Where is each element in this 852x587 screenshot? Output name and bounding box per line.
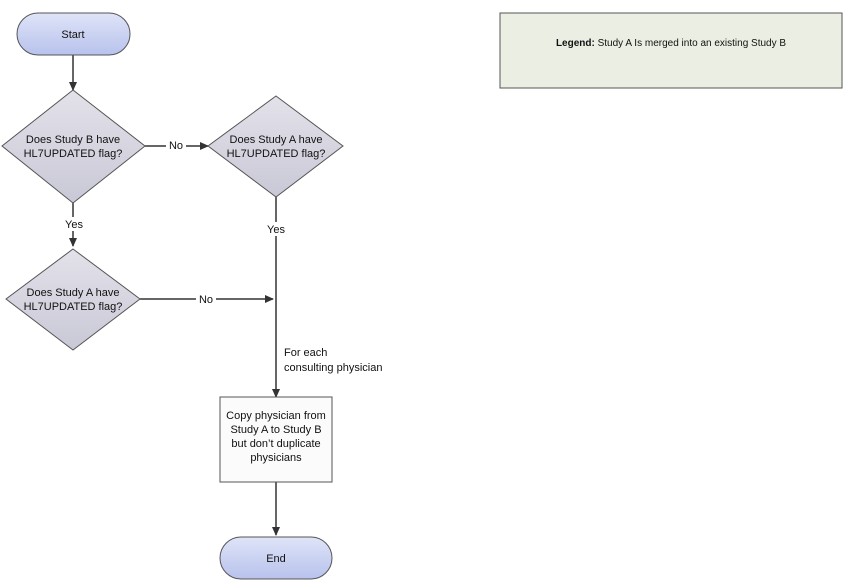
decision-study-a-lower-line-2: HL7UPDATED flag?	[24, 301, 123, 313]
edge-label-for-each-line-1: For each	[284, 347, 327, 359]
legend-description: Study A Is merged into an existing Study…	[595, 38, 787, 49]
legend-box: Legend: Study A Is merged into an existi…	[499, 12, 843, 89]
decision-study-a-right-line-1: Does Study A have	[230, 134, 323, 146]
legend-text: Legend: Study A Is merged into an existi…	[556, 38, 786, 49]
copy-physician-process: Copy physician from Study A to Study B b…	[219, 396, 333, 483]
copy-process-line-1: Copy physician from	[226, 410, 326, 422]
decision-study-a-lower-line-1: Does Study A have	[27, 287, 120, 299]
decision-study-a-flag-right: Does Study A have HL7UPDATED flag?	[207, 95, 344, 198]
edge-label-for-each-line-2: consulting physician	[284, 362, 382, 374]
end-label: End	[266, 553, 286, 565]
end-node: End	[219, 536, 333, 580]
decision-study-a-flag-lower: Does Study A have HL7UPDATED flag?	[5, 248, 141, 351]
copy-process-line-2: Study A to Study B	[230, 424, 321, 436]
edge-label-no-lower: No	[199, 294, 213, 306]
start-node: Start	[16, 12, 131, 56]
edge-labels: No Yes Yes No For each consulting physic…	[62, 138, 382, 374]
decision-study-b-line-2: HL7UPDATED flag?	[24, 148, 123, 160]
decision-study-b-flag: Does Study B have HL7UPDATED flag?	[1, 89, 146, 204]
start-label: Start	[61, 29, 84, 41]
copy-process-line-4: physicians	[250, 452, 302, 464]
decision-study-b-line-1: Does Study B have	[26, 134, 120, 146]
edge-label-yes-right: Yes	[267, 224, 285, 236]
edge-label-yes-left: Yes	[65, 219, 83, 231]
copy-process-line-3: but don’t duplicate	[231, 438, 320, 450]
edge-label-no-top: No	[169, 140, 183, 152]
legend-label: Legend:	[556, 38, 595, 49]
decision-study-a-right-line-2: HL7UPDATED flag?	[227, 148, 326, 160]
